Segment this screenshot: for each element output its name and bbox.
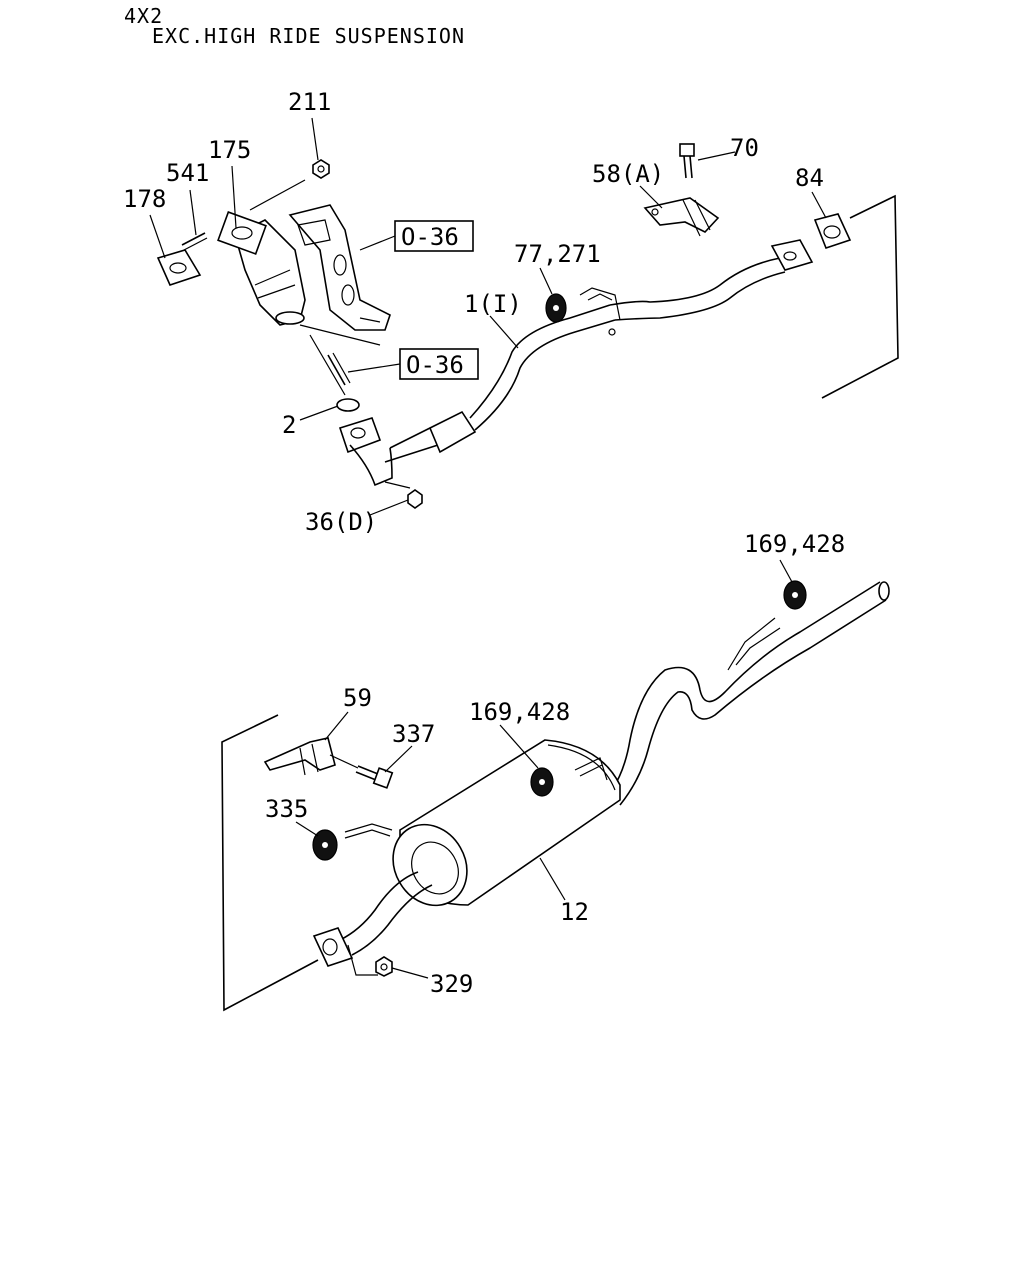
bolt-70	[679, 143, 695, 179]
callout-36d: 36(D)	[305, 508, 377, 536]
hanger-rod-335	[344, 823, 393, 839]
muffler-12	[392, 739, 621, 907]
callout-77-271: 77,271	[514, 240, 601, 268]
hanger-335	[312, 829, 338, 861]
callout-84: 84	[795, 164, 824, 192]
callout-329: 329	[430, 970, 473, 998]
callout-169-428-mid: 169,428	[469, 698, 570, 726]
callout-2: 2	[282, 411, 296, 439]
ref-label-lower: O-36	[406, 351, 464, 379]
callout-1i: 1(I)	[464, 290, 522, 318]
callout-12: 12	[560, 898, 589, 926]
frame-cut-upper	[821, 194, 899, 399]
header-variant: 4X2	[124, 4, 164, 28]
stud-lower	[327, 352, 351, 386]
exhaust-manifold	[288, 204, 391, 331]
bracket-59	[263, 737, 336, 776]
gasket-178	[156, 249, 202, 286]
stud-541	[181, 232, 208, 251]
manifold-converter	[217, 211, 306, 326]
ref-label-upper: O-36	[401, 223, 459, 251]
tail-pipe	[611, 581, 890, 806]
callout-58a: 58(A)	[592, 160, 664, 188]
callout-211: 211	[288, 88, 331, 116]
callout-335: 335	[265, 795, 308, 823]
gasket-ring-2	[336, 398, 360, 412]
bolt-337	[355, 765, 394, 789]
nut-211	[312, 159, 330, 179]
callout-175: 175	[208, 136, 251, 164]
bracket-58a	[643, 197, 720, 237]
nut-36d	[407, 489, 423, 509]
front-pipe	[338, 239, 814, 487]
hanger-77-271	[545, 293, 567, 323]
header-condition: EXC.HIGH RIDE SUSPENSION	[152, 24, 465, 48]
gasket-84	[813, 213, 852, 249]
callout-59: 59	[343, 684, 372, 712]
callout-169-428-top: 169,428	[744, 530, 845, 558]
callout-337: 337	[392, 720, 435, 748]
callout-178: 178	[123, 185, 166, 213]
callout-70: 70	[730, 134, 759, 162]
callout-541: 541	[166, 159, 209, 187]
hanger-169-428-top	[783, 580, 807, 610]
muffler-inlet-pipe	[312, 871, 433, 967]
hanger-169-428-mid	[530, 767, 554, 797]
nut-329	[375, 956, 393, 977]
frame-cut-lower	[221, 714, 319, 1012]
